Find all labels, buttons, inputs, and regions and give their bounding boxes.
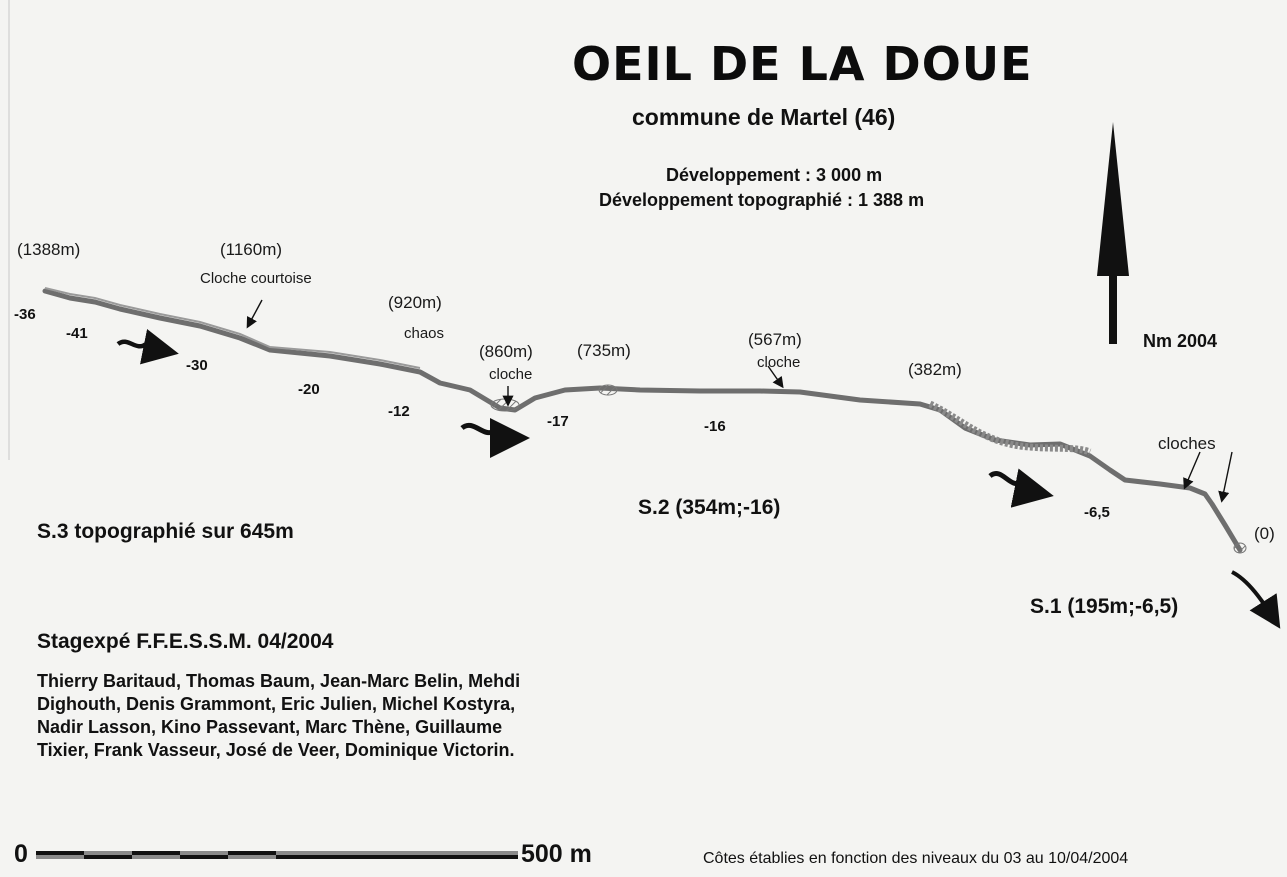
flow-arrow-3 <box>988 468 1054 508</box>
note-cloche-courtoise: Cloche courtoise <box>200 270 312 287</box>
north-label: Nm 2004 <box>1143 331 1218 351</box>
note-cloche-860: cloche <box>489 366 533 383</box>
team-line-2: Dighouth, Denis Grammont, Eric Julien, M… <box>37 694 516 714</box>
flow-arrow-2 <box>460 417 530 458</box>
depth-label-36: -36 <box>14 306 36 323</box>
depth-label-20: -20 <box>298 381 320 398</box>
page-subtitle: commune de Martel (46) <box>632 104 896 130</box>
team-line-3: Nadir Lasson, Kino Passevant, Marc Thène… <box>37 717 503 737</box>
passage-profile-ceiling <box>44 287 421 369</box>
footer-note: Côtes établies en fonction des niveaux d… <box>703 850 1129 867</box>
scale-end-label: 500 m <box>521 840 592 868</box>
passage-profile <box>42 288 1243 553</box>
depth-label-30: -30 <box>186 357 208 374</box>
note-cloche-567: cloche <box>757 354 801 371</box>
team-line-1: Thierry Baritaud, Thomas Baum, Jean-Marc… <box>37 671 521 691</box>
development-total: Développement : 3 000 m <box>666 165 883 185</box>
pointer-cloche-567 <box>767 365 784 389</box>
scale-start-label: 0 <box>14 840 28 868</box>
team-title: Stagexpé F.F.E.S.S.M. 04/2004 <box>37 630 334 653</box>
note-cloches: cloches <box>1158 434 1216 453</box>
pointer-cloches-a <box>1183 451 1201 490</box>
pointer-cloche-courtoise <box>246 299 263 329</box>
north-arrow-head <box>1097 122 1129 276</box>
sump-label-s2: S.2 (354m;-16) <box>638 496 781 519</box>
distance-label-0: (0) <box>1254 524 1275 543</box>
distance-label-1160: (1160m) <box>220 240 283 259</box>
flow-arrow-1 <box>116 329 179 365</box>
distance-label-920: (920m) <box>388 293 442 312</box>
distance-label-567: (567m) <box>748 330 802 349</box>
flow-arrow-exit <box>1231 570 1281 629</box>
development-topographied: Développement topographié : 1 388 m <box>599 190 925 210</box>
depth-label-6-5: -6,5 <box>1084 504 1110 521</box>
distance-label-860: (860m) <box>479 342 533 361</box>
scale-bar <box>36 851 518 859</box>
distance-label-1388: (1388m) <box>17 240 81 259</box>
pointer-cloches-b <box>1218 451 1233 503</box>
team-line-4: Tixier, Frank Vasseur, José de Veer, Dom… <box>37 740 515 760</box>
sump-label-s1: S.1 (195m;-6,5) <box>1030 595 1179 618</box>
north-arrow-shaft <box>1109 270 1117 344</box>
chaos-zone-382 <box>928 400 1092 456</box>
distance-label-382: (382m) <box>908 360 962 379</box>
depth-label-12: -12 <box>388 403 410 420</box>
chaos-zone-735 <box>598 384 618 396</box>
distance-label-735: (735m) <box>577 341 631 360</box>
note-chaos: chaos <box>404 325 445 342</box>
chaos-zone-860 <box>490 398 520 412</box>
depth-label-41: -41 <box>66 325 88 342</box>
depth-label-16: -16 <box>704 418 726 435</box>
page-title: OEIL DE LA DOUE <box>572 37 1033 91</box>
chaos-zone-end <box>1233 542 1247 554</box>
depth-label-17: -17 <box>547 413 569 430</box>
sump-label-s3: S.3 topographié sur 645m <box>37 520 294 543</box>
